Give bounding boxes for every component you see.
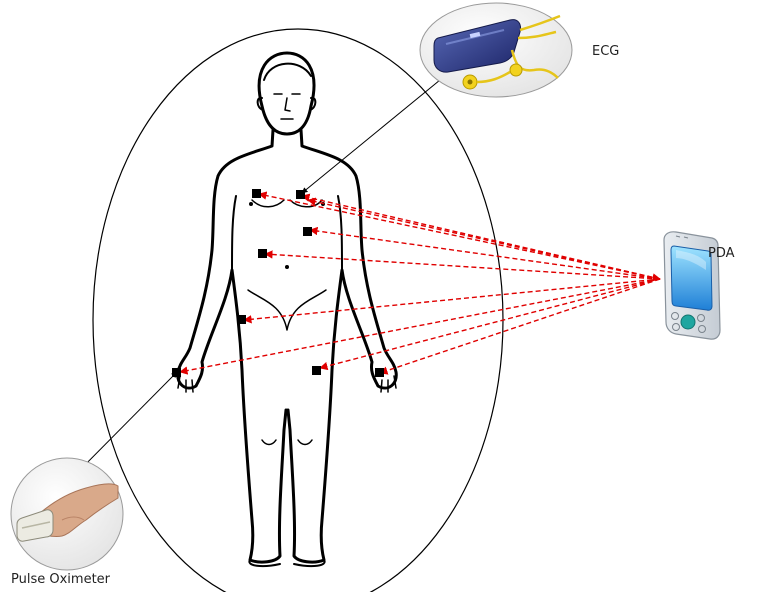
sensor-node (303, 227, 312, 236)
pda-label: PDA (708, 246, 735, 261)
pulse-oximeter-label: Pulse Oximeter (11, 572, 110, 587)
navel-dot (285, 265, 289, 269)
sensor-node (312, 366, 321, 375)
pulse-oximeter-icon (11, 458, 123, 570)
ecg-device-icon (420, 3, 572, 97)
ecg-connector (302, 80, 440, 193)
link-to-chest-right (302, 196, 660, 279)
sensor-node (375, 368, 384, 377)
body-area-ellipse (93, 29, 503, 592)
wireless-links (180, 194, 660, 373)
sensor-node (252, 189, 261, 198)
sensor-node (237, 315, 246, 324)
link-to-right-thigh (320, 279, 660, 368)
human-body-icon (178, 53, 397, 566)
sensor-node (258, 249, 267, 258)
chest-dot (249, 202, 253, 206)
ecg-label: ECG (592, 44, 619, 59)
sensor-nodes (172, 189, 384, 377)
